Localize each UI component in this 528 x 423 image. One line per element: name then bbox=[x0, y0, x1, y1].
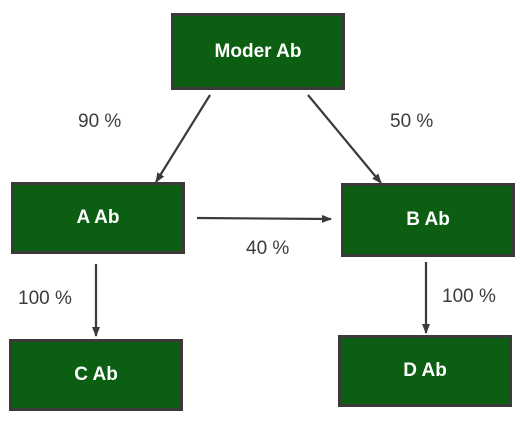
node-d-ab: D Ab bbox=[338, 335, 512, 407]
edge-label-a-to-c: 100 % bbox=[18, 288, 72, 309]
node-c-ab: C Ab bbox=[9, 339, 183, 411]
edge-label-b-to-d: 100 % bbox=[442, 286, 496, 307]
edge-moder-to-b bbox=[307, 94, 382, 184]
node-moder-ab: Moder Ab bbox=[171, 13, 345, 90]
edge-label-moder-to-b: 50 % bbox=[390, 111, 434, 132]
edge-label-moder-to-a: 90 % bbox=[78, 111, 122, 132]
edge-moder-to-a bbox=[155, 94, 211, 183]
edge-a-to-b bbox=[196, 214, 332, 223]
node-a-ab: A Ab bbox=[11, 182, 185, 254]
node-b-ab: B Ab bbox=[341, 183, 515, 257]
edge-label-a-to-b: 40 % bbox=[246, 238, 290, 259]
